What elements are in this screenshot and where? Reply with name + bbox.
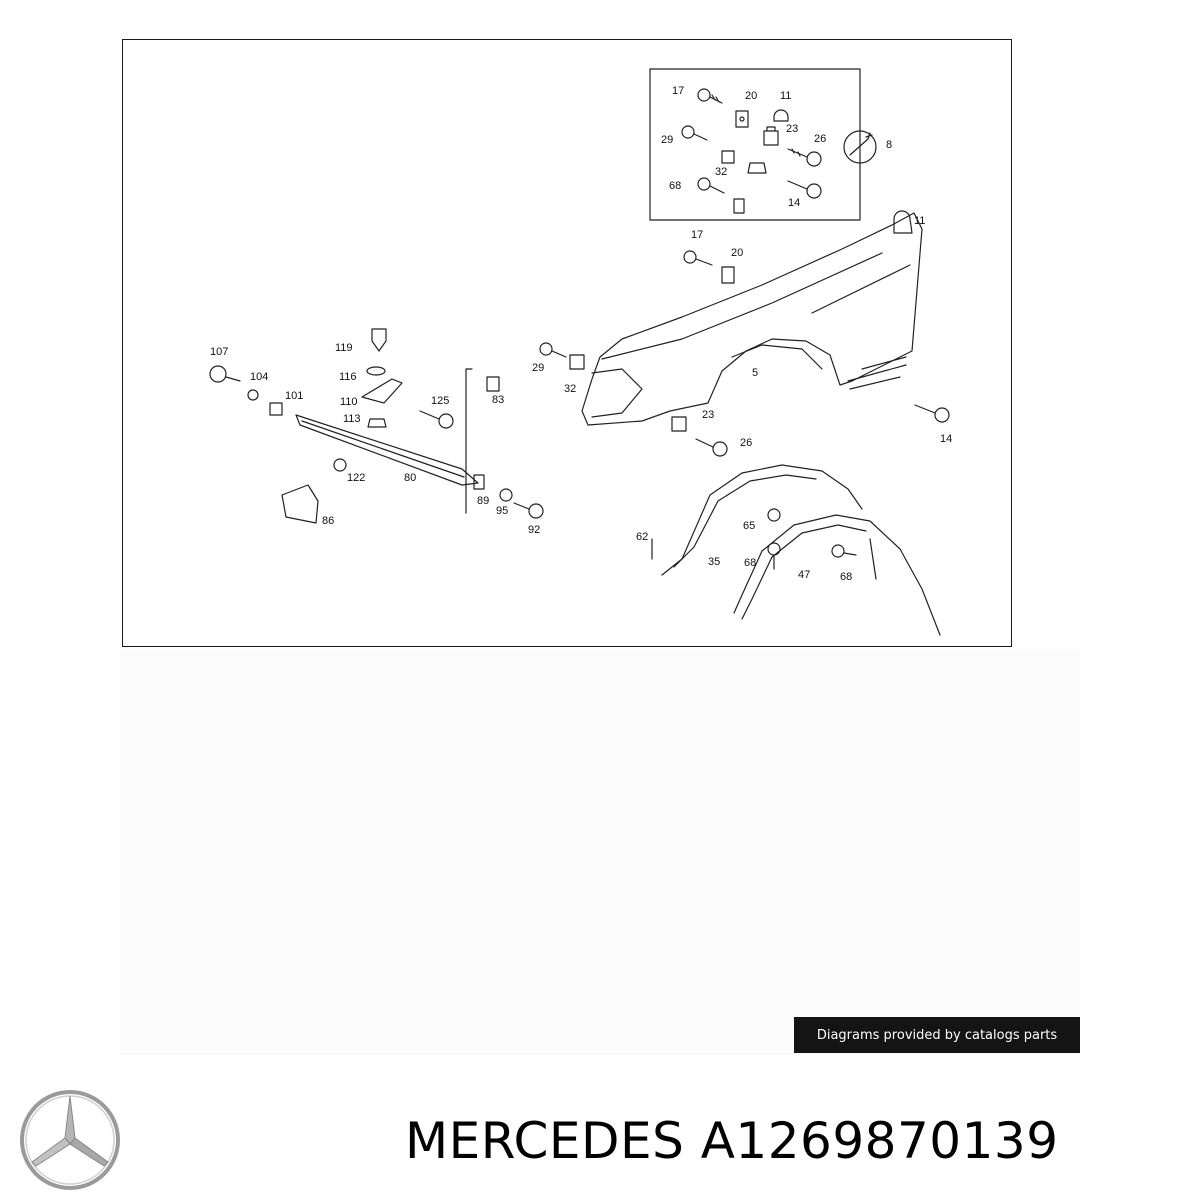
callout-17: 17 (691, 229, 703, 241)
callout-14: 14 (940, 433, 952, 445)
callout-68: 68 (669, 180, 681, 192)
callout-32: 32 (564, 383, 576, 395)
callout-68: 68 (744, 557, 756, 569)
callout-68: 68 (840, 571, 852, 583)
callout-23: 23 (786, 123, 798, 135)
callout-20: 20 (731, 247, 743, 259)
callout-11: 11 (780, 90, 791, 102)
callout-5: 5 (752, 367, 758, 379)
callout-20: 20 (745, 90, 757, 102)
callout-14: 14 (788, 197, 800, 209)
callout-110: 110 (340, 396, 358, 408)
callout-86: 86 (322, 515, 334, 527)
callout-104: 104 (250, 371, 268, 383)
part-number-title: MERCEDES A1269870139 (405, 1112, 1059, 1170)
callout-26: 26 (740, 437, 752, 449)
callout-92: 92 (528, 524, 540, 536)
callout-8: 8 (886, 139, 892, 151)
callout-101: 101 (285, 390, 303, 402)
callout-65: 65 (743, 520, 755, 532)
callout-89: 89 (477, 495, 489, 507)
callout-125: 125 (431, 395, 449, 407)
callout-29: 29 (532, 362, 544, 374)
credit-banner: Diagrams provided by catalogs parts (794, 1017, 1080, 1053)
callout-107: 107 (210, 346, 228, 358)
image-background (120, 650, 1080, 1055)
parts-diagram: 17 20 11 29 23 26 8 32 68 14 11 17 20 29… (209, 68, 952, 636)
fastener-inset-box (649, 68, 861, 221)
mercedes-star-icon (20, 1090, 120, 1190)
trim-strip-assembly (209, 328, 544, 524)
callout-29: 29 (661, 134, 673, 146)
callout-26: 26 (814, 133, 826, 145)
fender-fasteners (539, 250, 950, 457)
callout-113: 113 (343, 413, 361, 425)
callout-32: 32 (715, 166, 727, 178)
callout-11: 11 (914, 215, 925, 227)
callout-80: 80 (404, 472, 416, 484)
inset-parts (681, 88, 877, 214)
callout-62: 62 (636, 531, 648, 543)
wheel-arch-liner (651, 464, 941, 636)
credit-banner-text: Diagrams provided by catalogs parts (816, 1027, 1058, 1043)
callout-116: 116 (339, 371, 357, 383)
callout-35: 35 (708, 556, 720, 568)
callout-labels: 17 20 11 29 23 26 8 32 68 14 11 17 20 29… (210, 85, 952, 583)
callout-17: 17 (672, 85, 684, 97)
cap-part (893, 210, 913, 234)
front-fender-panel (581, 212, 923, 426)
diagram-frame (122, 39, 1012, 647)
callout-119: 119 (335, 342, 353, 354)
callout-95: 95 (496, 505, 508, 517)
callout-122: 122 (347, 472, 365, 484)
callout-23: 23 (702, 409, 714, 421)
callout-47: 47 (798, 569, 810, 581)
callout-83: 83 (492, 394, 504, 406)
